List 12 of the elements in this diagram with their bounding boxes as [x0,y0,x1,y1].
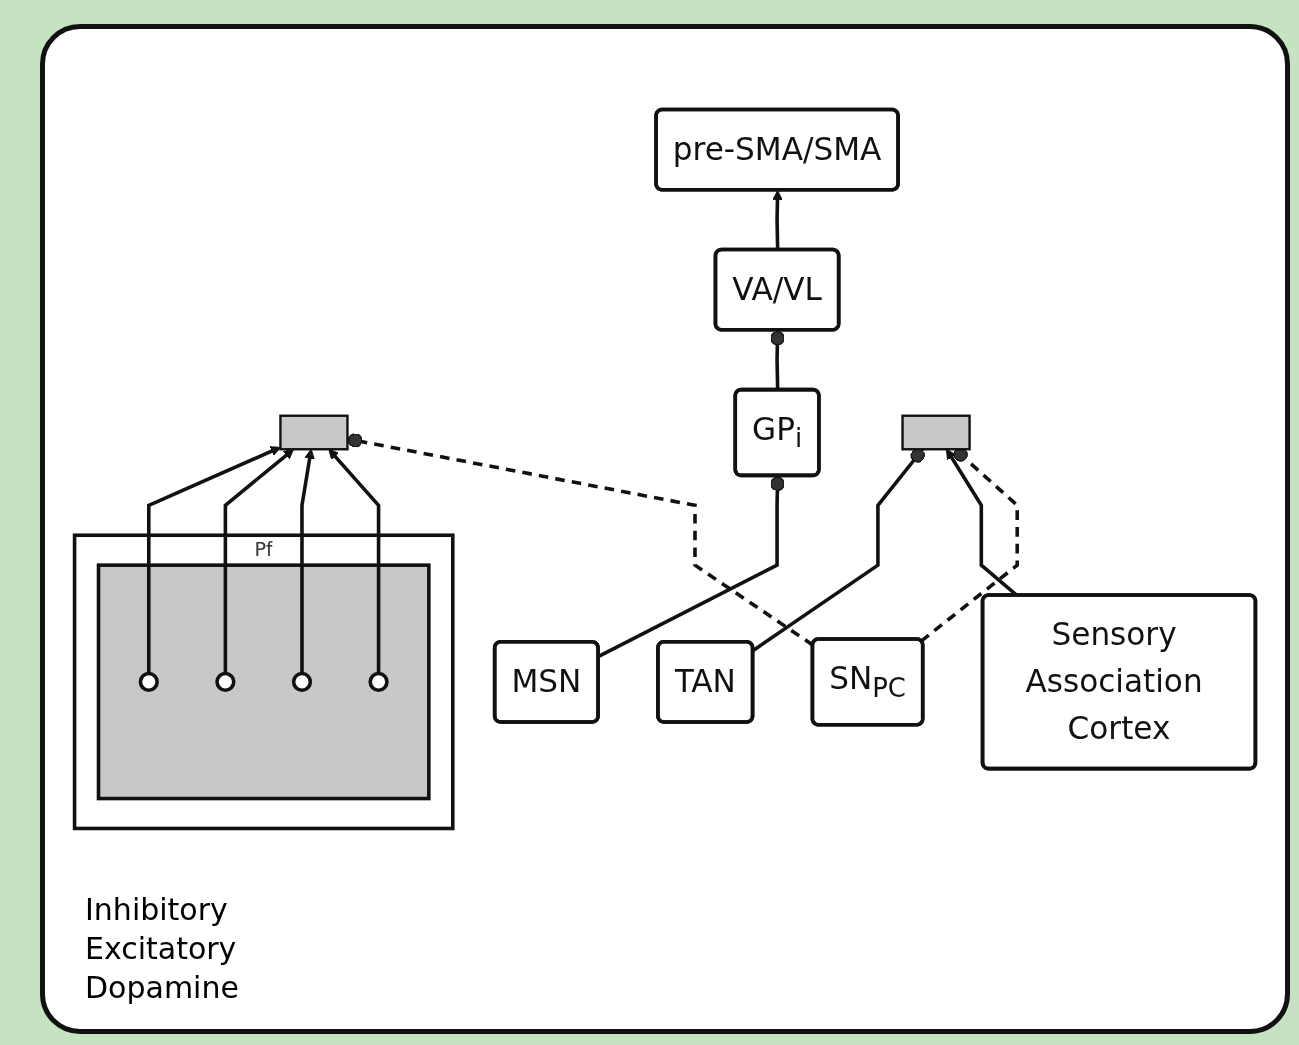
node-circle [138,671,159,693]
legend-label: Excitatory [85,931,237,966]
node-circle [215,671,236,693]
legend-label: Dopamine [85,970,239,1005]
legend-label: Inhibitory [85,892,228,927]
node-circle [291,671,313,693]
cluster: Pf [72,533,455,831]
node-circle [368,671,389,693]
node-bar [901,414,971,451]
node-bar [279,414,349,451]
arrow [147,446,281,674]
cluster [96,563,431,801]
